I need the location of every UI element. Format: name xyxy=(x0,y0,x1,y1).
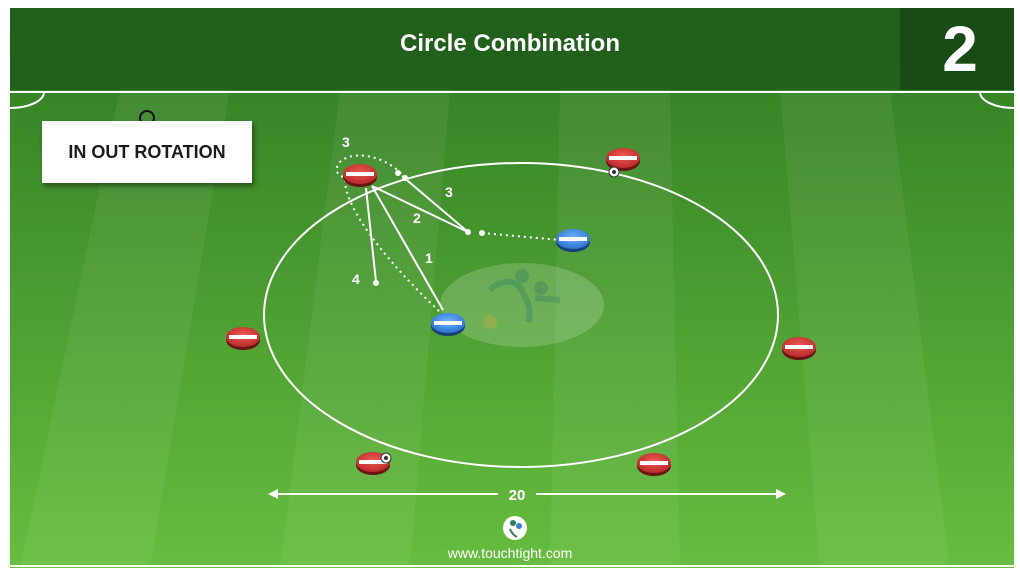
footer-url[interactable]: www.touchtight.com xyxy=(447,545,573,561)
run-curve-top xyxy=(335,154,406,179)
red-players xyxy=(226,148,816,476)
ball-icon-2 xyxy=(380,452,392,464)
drill-circle xyxy=(263,162,779,468)
run-lines xyxy=(335,154,561,313)
touchtight-logo-icon xyxy=(503,516,527,540)
pass-number-2: 2 xyxy=(413,210,421,226)
pass-dots xyxy=(373,170,485,286)
pitch-background xyxy=(10,8,1014,568)
slide-number-box xyxy=(900,8,1014,90)
pass-lines xyxy=(365,175,469,311)
pitch-stripes xyxy=(20,90,950,568)
red-player-top-right xyxy=(606,148,640,171)
watermark-figure-icon xyxy=(483,269,561,329)
pass-line-3 xyxy=(401,175,469,233)
ball-icon xyxy=(608,166,620,178)
pass-number-3b: 3 xyxy=(445,184,453,200)
header-band xyxy=(10,8,1014,90)
blue-player-right xyxy=(556,229,590,252)
drill-label-box: IN OUT ROTATION xyxy=(42,121,252,183)
pass-number-4: 4 xyxy=(352,271,360,287)
run-curve-inside xyxy=(344,179,441,313)
red-player-right xyxy=(782,337,816,360)
blue-players xyxy=(431,229,590,336)
pass-number-1: 1 xyxy=(425,250,433,266)
pass-line-2 xyxy=(371,185,469,233)
watermark-logo xyxy=(440,263,604,347)
distance-arrow xyxy=(268,489,786,499)
corner-arc-right xyxy=(979,91,1015,109)
red-player-bottom-right xyxy=(637,453,671,476)
corner-arc-left xyxy=(9,91,45,109)
blue-player-centre xyxy=(431,313,465,336)
distance-label: 20 xyxy=(509,487,526,504)
pass-numbers: 1 2 3 3 4 xyxy=(342,134,453,287)
pass-line-1 xyxy=(371,185,444,311)
slide-number: 2 xyxy=(942,13,978,85)
red-player-left xyxy=(226,327,260,350)
drill-label-text: IN OUT ROTATION xyxy=(68,141,226,162)
red-player-top-left xyxy=(343,164,377,187)
pass-number-3a: 3 xyxy=(342,134,350,150)
run-line-blue-out xyxy=(481,232,561,241)
page-title: Circle Combination xyxy=(399,30,621,57)
